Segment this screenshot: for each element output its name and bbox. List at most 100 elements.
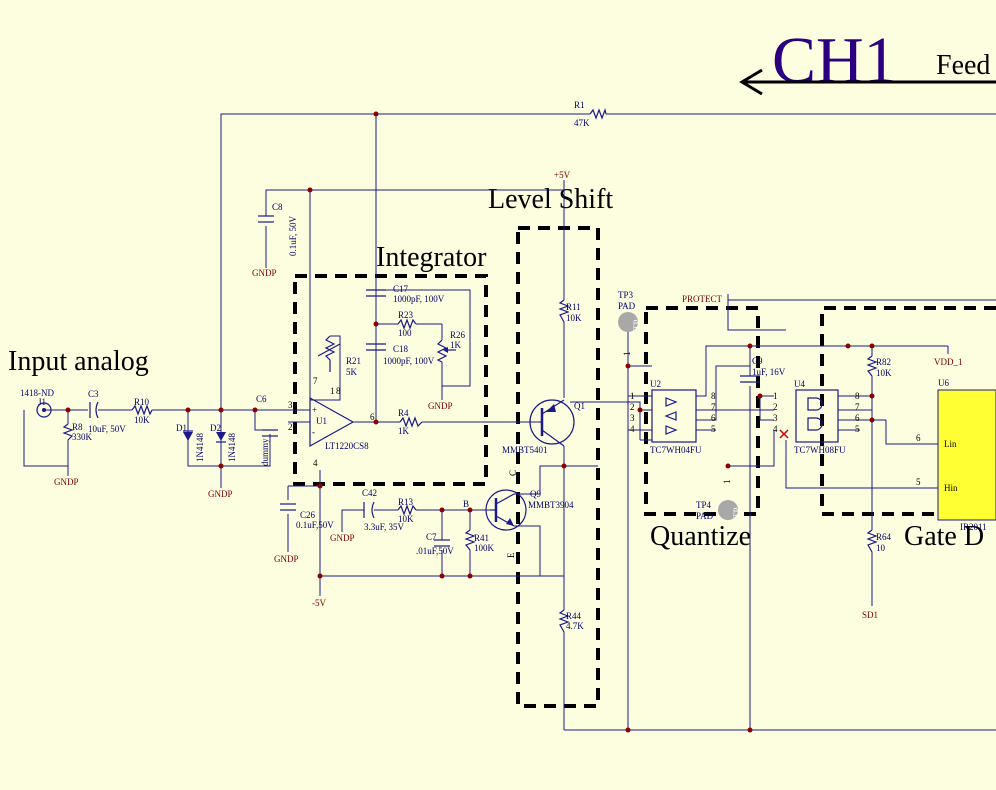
- u1-pin1: 1: [330, 386, 335, 396]
- c17-value: 1000pF, 100V: [393, 294, 445, 304]
- r64-resistor: [866, 529, 878, 553]
- c8-value: 0.1uF, 50V: [288, 215, 298, 256]
- d2-diode: [216, 432, 226, 443]
- u2-pin-l2: 2: [630, 402, 635, 412]
- gndp-c26: GNDP: [274, 554, 299, 564]
- gndp-c8: GNDP: [252, 268, 277, 278]
- tp3-glyph: TP: [632, 319, 642, 330]
- u2-pin-r7: 7: [711, 402, 716, 412]
- c7-ref: C7: [426, 532, 437, 542]
- r10-resistor: [131, 404, 153, 416]
- q9-ref: Q9: [530, 489, 541, 499]
- d1-ref: D1: [176, 423, 187, 433]
- c9-capacitor: [740, 375, 760, 383]
- u2-value: TC7WH04FU: [650, 445, 702, 455]
- j1-ref: J1: [38, 397, 46, 407]
- r11-ref: R11: [566, 302, 581, 312]
- u1-opamp: [309, 396, 355, 448]
- r23-resistor: [397, 318, 417, 330]
- c26-capacitor: [280, 503, 296, 511]
- r13-resistor: [397, 504, 417, 516]
- c9-value: 1uF, 16V: [752, 367, 786, 377]
- r44-value: 4.7K: [566, 621, 584, 631]
- u2-pin-r5: 5: [711, 424, 716, 434]
- r41-value: 100K: [474, 543, 495, 553]
- plus5v-label: +5V: [554, 170, 571, 180]
- c6-ref: C6: [256, 394, 267, 404]
- u4-pin-l1: 1: [773, 391, 778, 401]
- r4-ref: R4: [398, 408, 409, 418]
- r1-ref: R1: [574, 100, 585, 110]
- u1-plus: +: [312, 405, 317, 415]
- u2-pin-r8: 8: [711, 391, 716, 401]
- u4-ic: [779, 389, 839, 443]
- q9-c-label: C: [508, 470, 518, 476]
- u6-hin: Hin: [944, 483, 958, 493]
- j1-value: 1418-ND: [20, 388, 54, 398]
- level-shift-title: Level Shift: [488, 184, 613, 215]
- r41-ref: R41: [474, 533, 489, 543]
- c18-capacitor: [366, 343, 386, 351]
- tp4-testpoint: [718, 500, 738, 520]
- d1-value: 1N4148: [195, 433, 205, 462]
- c7-capacitor: [434, 539, 450, 547]
- r64-value: 10: [876, 543, 886, 553]
- tp3-value: PAD: [618, 301, 636, 311]
- c8-ref: C8: [272, 202, 283, 212]
- u4-pin-r7: 7: [855, 402, 860, 412]
- gndp-diodes: GNDP: [208, 489, 233, 499]
- u4-value: TC7WH08FU: [794, 445, 846, 455]
- tp4-pin1: 1: [722, 480, 732, 485]
- c18-ref: C18: [393, 344, 409, 354]
- integrator-title: Integrator: [376, 242, 487, 273]
- r1-value: 47K: [574, 118, 590, 128]
- q9-e-label: E: [506, 552, 516, 558]
- c17-capacitor: [366, 289, 386, 297]
- q9-transistor: [485, 489, 527, 531]
- d2-value: 1N4148: [227, 433, 237, 462]
- r82-value: 10K: [876, 368, 892, 378]
- d1-diode: [183, 430, 193, 441]
- r26-potentiometer: [436, 339, 456, 363]
- u4-ref: U4: [794, 379, 805, 389]
- q9-base-label: B: [463, 499, 469, 509]
- u2-pin-l1: 1: [630, 391, 635, 401]
- u2-pin-r6: 6: [711, 413, 716, 423]
- u6-lin: Lin: [944, 439, 957, 449]
- c42-value: 3.3uF, 35V: [364, 522, 405, 532]
- r64-ref: R64: [876, 532, 892, 542]
- r23-ref: R23: [398, 310, 414, 320]
- input-analog-title: Input analog: [8, 346, 149, 377]
- q9-value: MMBT3904: [528, 500, 574, 510]
- dummy-capacitor: [262, 429, 278, 437]
- wiring: [23, 113, 996, 731]
- u4-pin-r8: 8: [855, 391, 860, 401]
- u6-pin6: 6: [916, 433, 921, 443]
- r10-ref: R10: [134, 397, 150, 407]
- gate-driver-box: [820, 306, 996, 516]
- tp3-ref: TP3: [618, 290, 634, 300]
- r82-resistor: [866, 355, 878, 377]
- gndp-j1: GNDP: [54, 477, 79, 487]
- r21-value: 5K: [346, 367, 358, 377]
- u4-pin-l2: 2: [773, 402, 778, 412]
- u1-ref: U1: [316, 416, 327, 426]
- u6-ref: U6: [938, 378, 949, 388]
- c42-ref: C42: [362, 488, 377, 498]
- quantize-title: Quantize: [650, 521, 751, 552]
- vdd1-label: VDD_1: [934, 357, 963, 367]
- j1-connector: [36, 402, 52, 418]
- r26-value: 1K: [450, 340, 462, 350]
- u1-value: LT1220CS8: [325, 441, 369, 451]
- q1-transistor: [529, 399, 575, 447]
- u4-pin-l4: 4: [773, 424, 778, 434]
- feedback-title: Feed: [936, 50, 990, 81]
- r21-trimmer: [317, 335, 341, 372]
- tp3-testpoint: [618, 312, 638, 332]
- c8-capacitor: [258, 215, 274, 223]
- tp4-ref: TP4: [696, 500, 712, 510]
- r8-resistor: [62, 423, 74, 441]
- u1-pin2: 2: [288, 422, 293, 432]
- minus5v-label: -5V: [312, 598, 326, 608]
